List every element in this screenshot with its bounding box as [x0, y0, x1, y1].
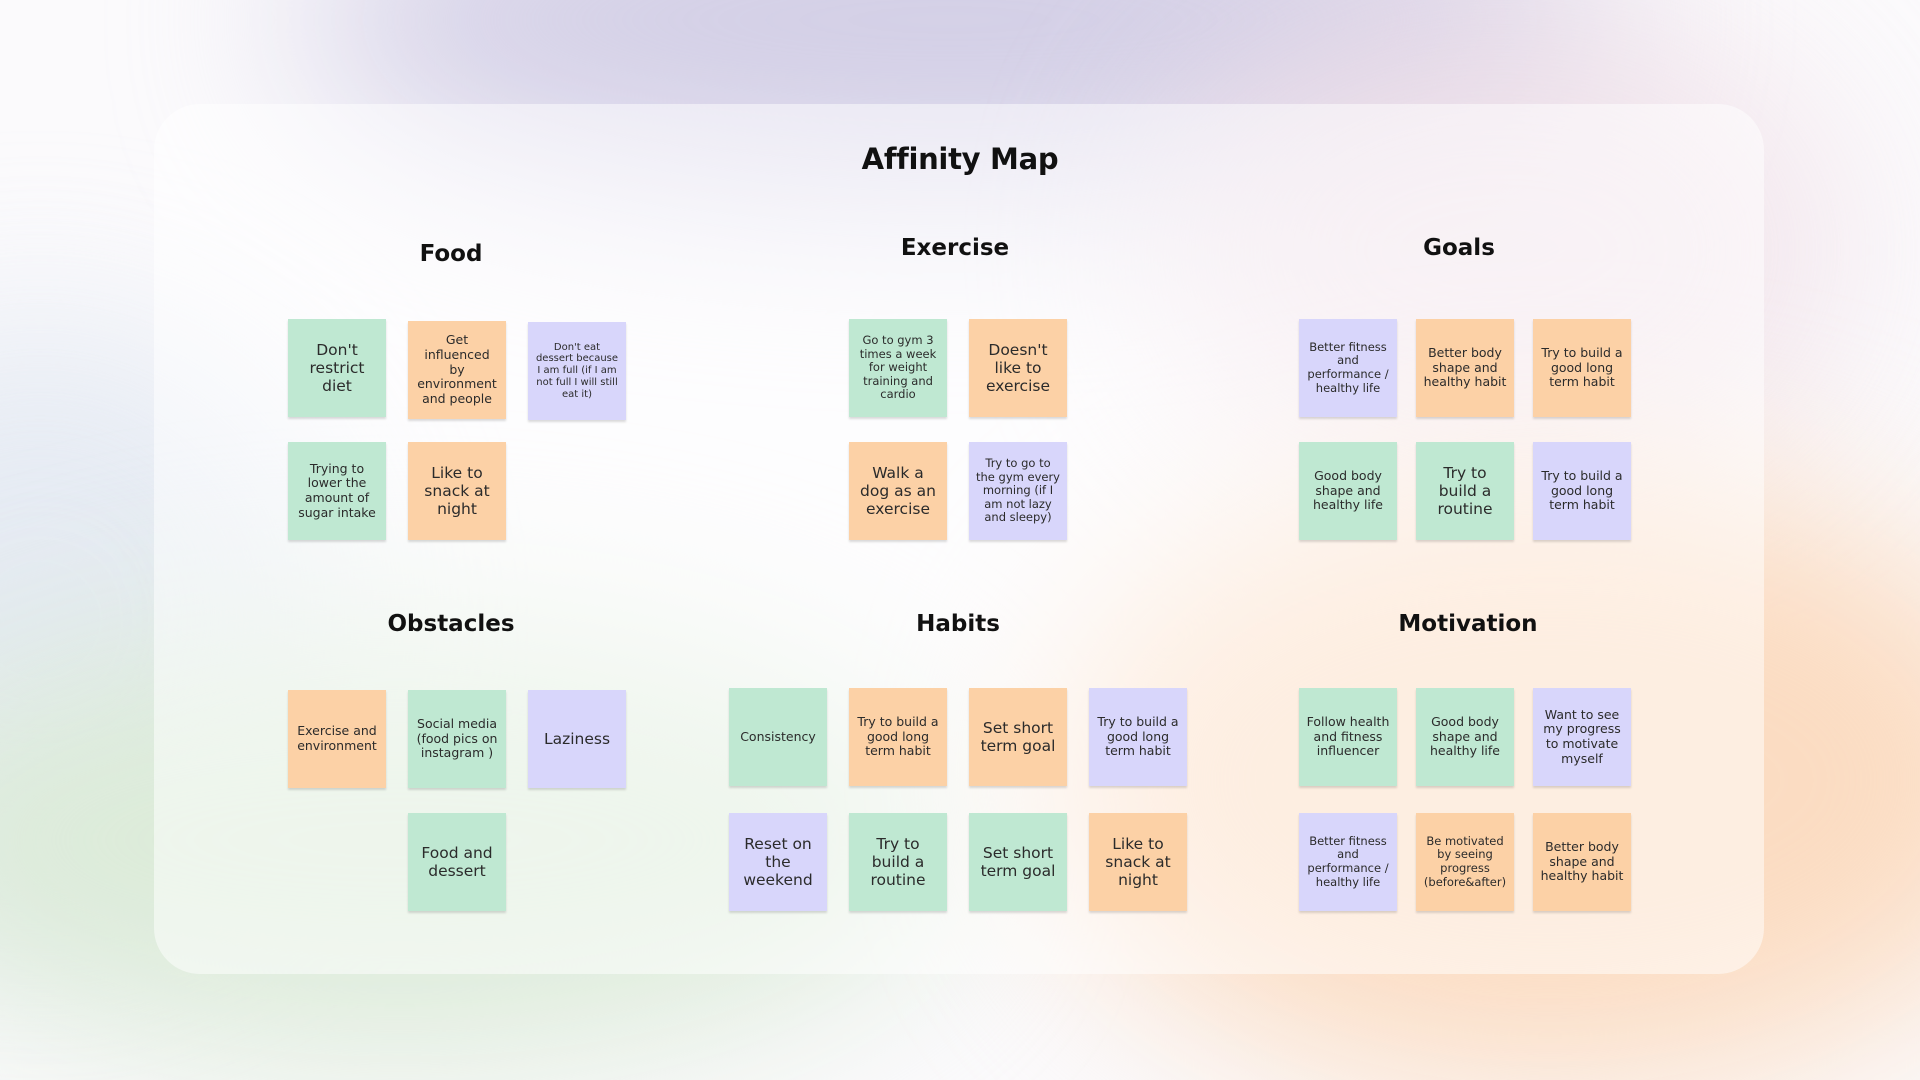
sticky-note[interactable]: Better fitness and performance / healthy…: [1299, 813, 1397, 911]
sticky-note[interactable]: Doesn't like to exercise: [969, 319, 1067, 417]
sticky-note[interactable]: Walk a dog as an exercise: [849, 442, 947, 540]
section-heading-obstacles: Obstacles: [387, 611, 515, 637]
sticky-note[interactable]: Laziness: [528, 690, 626, 788]
sticky-note[interactable]: Set short term goal: [969, 813, 1067, 911]
sticky-note[interactable]: Better body shape and healthy habit: [1416, 319, 1514, 417]
sticky-note[interactable]: Try to build a good long term habit: [849, 688, 947, 786]
sticky-note[interactable]: Get influenced by environment and people: [408, 321, 506, 419]
sticky-note[interactable]: Follow health and fitness influencer: [1299, 688, 1397, 786]
section-heading-motivation: Motivation: [1398, 611, 1538, 637]
sticky-note[interactable]: Good body shape and healthy life: [1299, 442, 1397, 540]
sticky-note[interactable]: Want to see my progress to motivate myse…: [1533, 688, 1631, 786]
sticky-note[interactable]: Don't restrict diet: [288, 319, 386, 417]
sticky-note[interactable]: Go to gym 3 times a week for weight trai…: [849, 319, 947, 417]
sticky-note[interactable]: Don't eat dessert because I am full (if …: [528, 322, 626, 420]
sticky-note[interactable]: Like to snack at night: [408, 442, 506, 540]
sticky-note[interactable]: Try to go to the gym every morning (if I…: [969, 442, 1067, 540]
sticky-note[interactable]: Trying to lower the amount of sugar inta…: [288, 442, 386, 540]
sticky-note[interactable]: Be motivated by seeing progress (before&…: [1416, 813, 1514, 911]
sticky-note[interactable]: Food and dessert: [408, 813, 506, 911]
sticky-note[interactable]: Good body shape and healthy life: [1416, 688, 1514, 786]
sticky-note[interactable]: Social media (food pics on instagram ): [408, 690, 506, 788]
sticky-note[interactable]: Set short term goal: [969, 688, 1067, 786]
section-heading-exercise: Exercise: [900, 235, 1010, 261]
sticky-note[interactable]: Better body shape and healthy habit: [1533, 813, 1631, 911]
sticky-note[interactable]: Try to build a good long term habit: [1533, 442, 1631, 540]
sticky-note[interactable]: Better fitness and performance / healthy…: [1299, 319, 1397, 417]
sticky-note[interactable]: Exercise and environment: [288, 690, 386, 788]
sticky-note[interactable]: Like to snack at night: [1089, 813, 1187, 911]
sticky-note[interactable]: Consistency: [729, 688, 827, 786]
section-heading-goals: Goals: [1423, 235, 1495, 261]
sticky-note[interactable]: Reset on the weekend: [729, 813, 827, 911]
section-heading-habits: Habits: [916, 611, 1000, 637]
page-title: Affinity Map: [861, 142, 1059, 176]
sticky-note[interactable]: Try to build a good long term habit: [1089, 688, 1187, 786]
section-heading-food: Food: [419, 241, 483, 267]
sticky-note[interactable]: Try to build a routine: [1416, 442, 1514, 540]
sticky-note[interactable]: Try to build a routine: [849, 813, 947, 911]
sticky-note[interactable]: Try to build a good long term habit: [1533, 319, 1631, 417]
